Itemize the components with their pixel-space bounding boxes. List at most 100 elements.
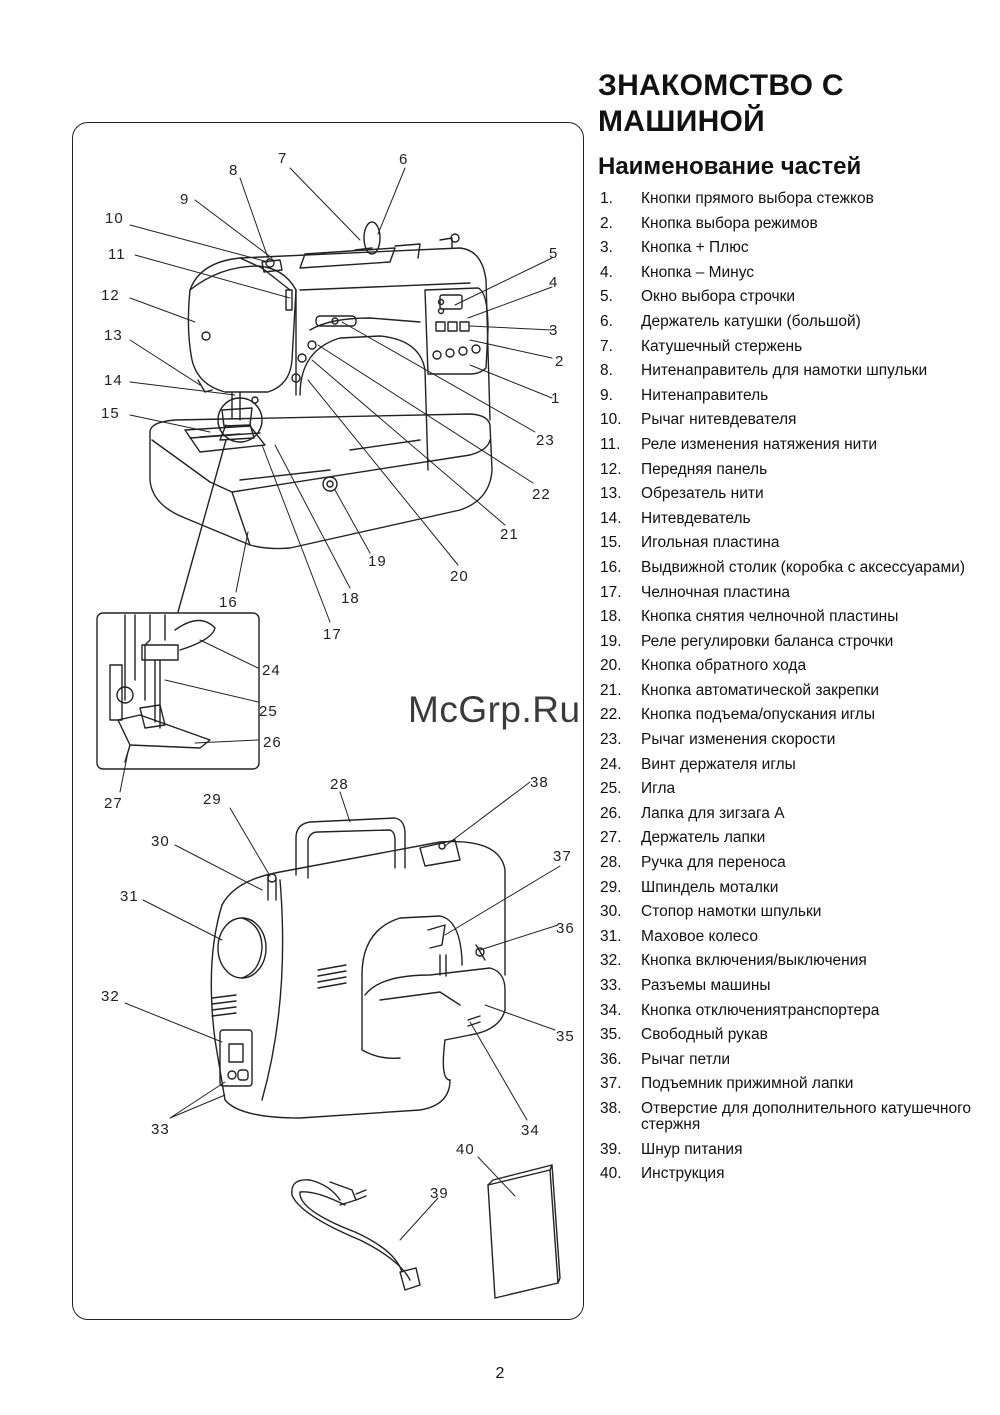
- callout-28: 28: [330, 776, 349, 793]
- page-title: ЗНАКОМСТВО С МАШИНОЙ: [598, 69, 844, 138]
- part-number: 2.: [600, 214, 613, 232]
- part-name: Шпиндель моталки: [641, 878, 779, 896]
- part-number: 12.: [600, 460, 622, 478]
- callout-25: 25: [259, 703, 278, 720]
- callout-35: 35: [556, 1028, 575, 1045]
- part-name: Окно выбора строчки: [641, 288, 796, 306]
- callout-33: 33: [151, 1121, 170, 1138]
- part-number: 13.: [600, 485, 622, 503]
- parts-list-item: 2.Кнопка выбора режимов: [600, 214, 980, 232]
- part-number: 5.: [600, 288, 613, 306]
- rear-machine-drawing: [210, 817, 506, 1119]
- part-number: 6.: [600, 312, 613, 330]
- callout-31: 31: [120, 888, 139, 905]
- part-number: 11.: [600, 435, 621, 453]
- parts-list-item: 36.Рычаг петли: [600, 1050, 980, 1068]
- part-number: 25.: [600, 780, 622, 798]
- part-name: Выдвижной столик (коробка с аксессуарами…: [641, 558, 965, 576]
- part-number: 35.: [600, 1026, 622, 1044]
- callout-2: 2: [555, 353, 564, 370]
- callout-17: 17: [323, 626, 342, 643]
- callout-27: 27: [104, 795, 123, 812]
- part-number: 18.: [600, 608, 622, 626]
- part-name: Челночная пластина: [641, 583, 791, 601]
- part-number: 9.: [600, 386, 613, 404]
- parts-list-item: 21.Кнопка автоматической закрепки: [600, 682, 980, 699]
- part-name: Катушечный стержень: [641, 337, 803, 355]
- parts-list-item: 25.Игла: [600, 781, 980, 797]
- callout-10: 10: [105, 210, 124, 227]
- parts-list-item: 1.Кнопки прямого выбора стежков: [600, 191, 980, 207]
- part-name: Рычаг петли: [641, 1050, 731, 1068]
- part-number: 30.: [600, 903, 622, 921]
- parts-list-item: 3.Кнопка + Плюс: [600, 240, 980, 256]
- part-name: Держатель лапки: [641, 829, 766, 847]
- part-name: Нитенаправитель: [641, 386, 769, 404]
- part-number: 24.: [600, 755, 622, 773]
- part-name: Кнопка + Плюс: [641, 239, 749, 257]
- parts-list-item: 29. Шпиндель моталки: [600, 878, 980, 896]
- part-name: Стопор намотки шпульки: [641, 903, 822, 921]
- part-number: 29.: [600, 878, 622, 896]
- part-name: Рычаг нитевдевателя: [641, 411, 797, 429]
- parts-list-item: 27. Держатель лапки: [600, 830, 980, 846]
- part-name: Маховое колесо: [641, 927, 758, 945]
- part-number: 28.: [600, 854, 622, 872]
- part-name: Подъемник прижимной лапки: [641, 1075, 854, 1093]
- parts-list-item: 32.Кнопка включения/выключения: [600, 953, 980, 969]
- callout-36: 36: [556, 920, 575, 937]
- front-machine-drawing: [149, 221, 493, 613]
- part-name: Свободный рукав: [641, 1026, 768, 1044]
- leader-lines: [119, 167, 561, 1241]
- part-name: Кнопка обратного хода: [641, 657, 807, 675]
- part-name: Кнопка включения/выключения: [641, 952, 867, 970]
- callout-14: 14: [104, 372, 123, 389]
- parts-list-item: 12.Передняя панель: [600, 460, 980, 478]
- parts-list-item: 20.Кнопка обратного хода: [600, 658, 980, 674]
- callout-3: 3: [549, 322, 558, 339]
- callout-8: 8: [229, 162, 238, 179]
- callout-11: 11: [108, 246, 126, 263]
- parts-list-item: 10.Рычаг нитевдевателя: [600, 412, 980, 428]
- callout-18: 18: [341, 590, 360, 607]
- part-name: Кнопка – Минус: [641, 263, 755, 281]
- part-name: Кнопки прямого выбора стежков: [641, 190, 874, 207]
- callout-19: 19: [368, 553, 387, 570]
- parts-list-item: 22.Кнопка подъема/опускания иглы: [600, 707, 980, 723]
- part-name: Инструкция: [641, 1165, 725, 1183]
- callout-22: 22: [532, 486, 551, 503]
- callout-32: 32: [101, 988, 120, 1005]
- page-number: 2: [495, 1365, 505, 1382]
- part-name: Нитевдеватель: [641, 509, 751, 527]
- parts-list-item: 30. Стопор намотки шпульки: [600, 904, 980, 920]
- part-number: 39.: [600, 1140, 622, 1158]
- part-name: Кнопка подъема/опускания иглы: [641, 706, 876, 724]
- part-number: 23.: [600, 731, 622, 749]
- part-number: 8.: [600, 362, 613, 380]
- parts-list-item: 18. Кнопка снятия челночной пластины: [600, 609, 980, 625]
- part-number: 17.: [600, 583, 622, 601]
- parts-list-item: 40.Инструкция: [600, 1166, 980, 1182]
- part-name: Рычаг изменения скорости: [641, 731, 836, 749]
- callout-5: 5: [549, 245, 558, 262]
- part-number: 27.: [600, 829, 622, 847]
- callout-4: 4: [549, 274, 558, 291]
- part-name: Кнопка снятия челночной пластины: [641, 608, 899, 626]
- callout-37: 37: [553, 848, 572, 865]
- parts-list-item: 11.Реле изменения натяжения нити: [600, 435, 980, 453]
- parts-list-item: 34.Кнопка отключениятранспортера: [600, 1001, 980, 1019]
- part-name: Разъемы машины: [641, 977, 771, 994]
- callout-6: 6: [399, 151, 408, 168]
- part-number: 15.: [600, 534, 622, 552]
- callout-34: 34: [521, 1122, 540, 1139]
- part-number: 26.: [600, 804, 622, 822]
- part-number: 16.: [600, 558, 622, 576]
- part-number: 31.: [600, 927, 622, 945]
- part-name: Отверстие для дополнительного катушечног…: [641, 1099, 972, 1133]
- callout-12: 12: [101, 287, 120, 304]
- parts-list-item: 15. Игольная пластина: [600, 535, 980, 551]
- illustration-frame: [72, 122, 584, 1320]
- part-name: Игольная пластина: [641, 534, 780, 552]
- part-number: 34.: [600, 1001, 622, 1019]
